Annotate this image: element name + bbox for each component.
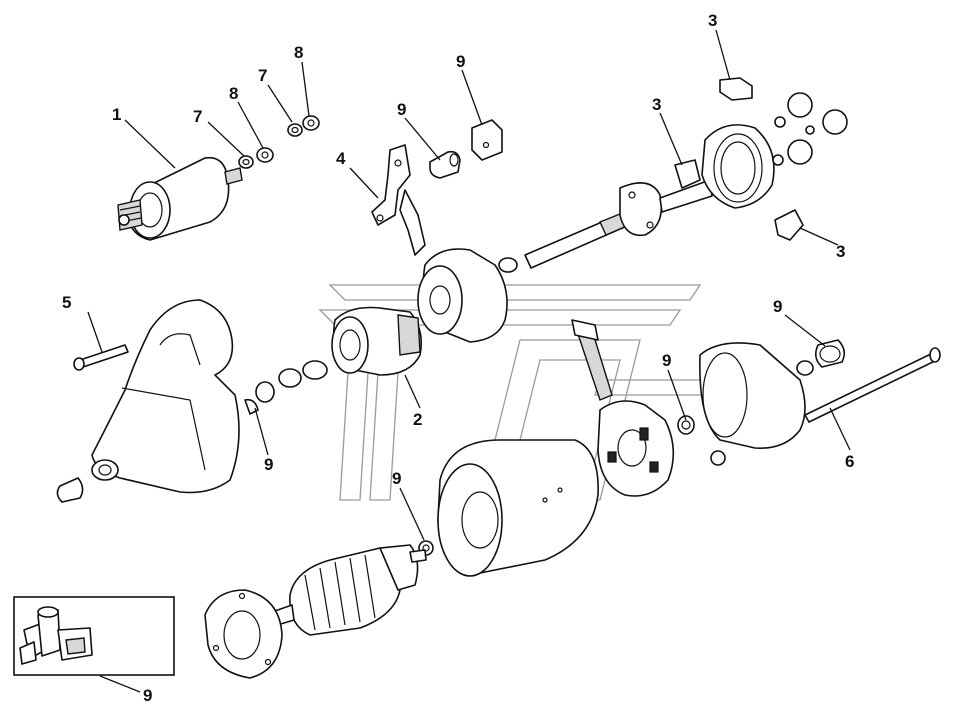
pinion-icon xyxy=(244,306,423,415)
through-bolt-icon xyxy=(804,347,941,423)
brush-kit-icon xyxy=(19,606,93,665)
callout-7-right: 7 xyxy=(258,66,267,85)
callout-9-cap: 9 xyxy=(773,297,782,316)
callout-3-top: 3 xyxy=(708,11,717,30)
callout-9-brush-washer: 9 xyxy=(662,351,671,370)
planet-gear-icon xyxy=(772,92,848,166)
drive-housing-icon xyxy=(417,248,518,343)
callout-4: 4 xyxy=(336,149,346,168)
callout-7-left: 7 xyxy=(193,107,202,126)
callout-3-mid: 3 xyxy=(652,95,661,114)
callout-8-left: 8 xyxy=(229,84,238,103)
nose-housing-icon xyxy=(56,299,240,503)
end-frame-icon xyxy=(204,589,283,679)
spacer-ring-icon xyxy=(498,257,518,273)
terminal-hardware xyxy=(238,115,320,169)
callout-9-ring: 9 xyxy=(264,455,273,474)
callout-9-bracket: 9 xyxy=(456,52,465,71)
brush-holder-icon xyxy=(571,319,675,497)
washer-icon xyxy=(238,155,254,169)
bracket-icon xyxy=(471,119,503,161)
field-yoke-icon xyxy=(437,439,599,577)
armature-icon xyxy=(271,544,427,636)
callout-2: 2 xyxy=(413,410,422,429)
output-shaft-icon xyxy=(524,179,713,269)
nut-icon xyxy=(256,147,274,163)
bolt-icon xyxy=(73,344,129,371)
retainer-clip-icon xyxy=(674,77,804,241)
bearing-cap-icon xyxy=(814,339,846,368)
callout-8-right: 8 xyxy=(294,43,303,62)
callout-9-yoke-washer: 9 xyxy=(392,469,401,488)
callout-labels: 1 2 3 3 3 4 5 6 7 7 8 8 9 9 9 9 9 9 9 xyxy=(62,11,854,705)
nut-icon xyxy=(302,115,320,131)
leader-lines xyxy=(87,29,851,693)
callout-9-kit: 9 xyxy=(143,686,152,705)
washer-icon xyxy=(796,360,814,376)
end-cover-icon xyxy=(699,342,814,449)
solenoid-icon xyxy=(117,156,243,241)
ring-gear-icon xyxy=(701,124,775,209)
callout-5: 5 xyxy=(62,293,71,312)
shift-lever-icon xyxy=(371,144,426,256)
callout-9-fork-pin: 9 xyxy=(397,100,406,119)
brush-kit-inset xyxy=(13,596,175,676)
callout-6: 6 xyxy=(845,452,854,471)
washer-icon xyxy=(287,123,303,137)
callout-3-right: 3 xyxy=(836,242,845,261)
fork-pin-icon xyxy=(429,150,461,179)
washer-icon xyxy=(677,415,726,466)
collar-icon xyxy=(255,381,275,403)
callout-1: 1 xyxy=(112,105,121,124)
